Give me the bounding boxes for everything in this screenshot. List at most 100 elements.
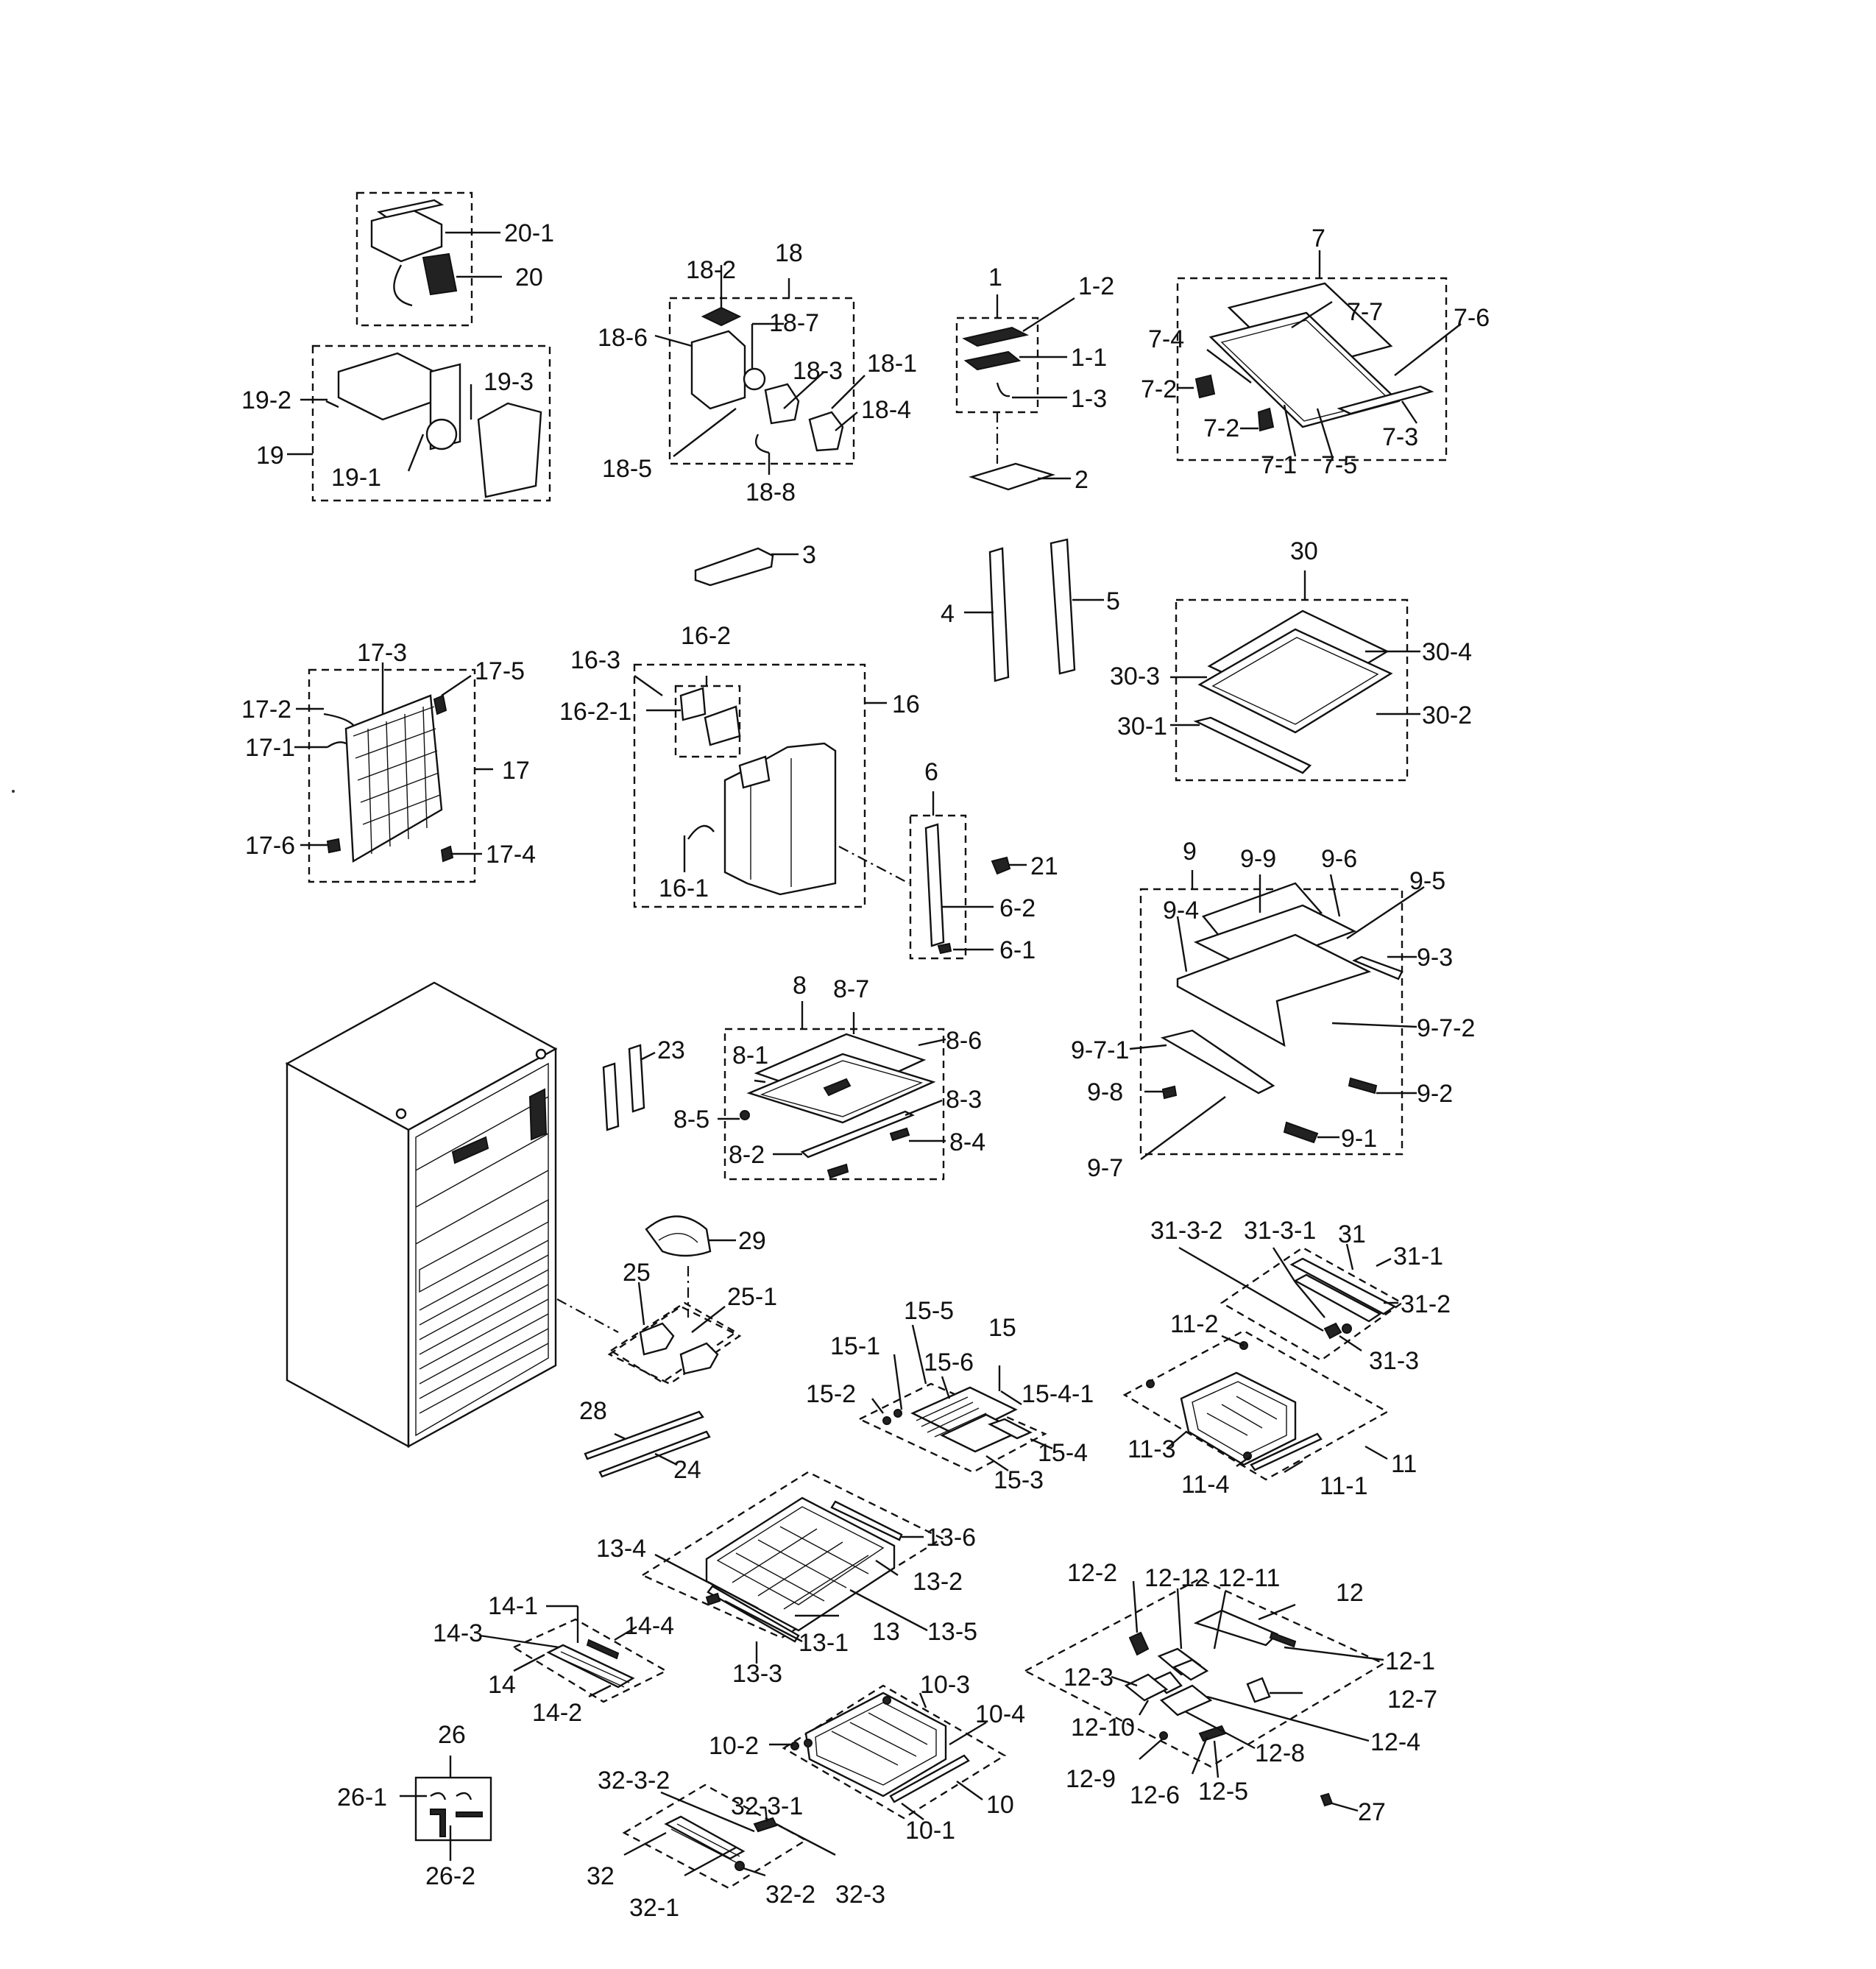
label-7-6: 7-6	[1454, 304, 1490, 332]
label-26-1: 26-1	[337, 1784, 387, 1811]
label-18-8: 18-8	[746, 478, 796, 506]
label-15-3: 15-3	[994, 1466, 1044, 1494]
label-9-3: 9-3	[1417, 944, 1453, 972]
label-9-1: 9-1	[1341, 1125, 1377, 1153]
label-12-1: 12-1	[1385, 1647, 1435, 1675]
label-12-12: 12-12	[1144, 1564, 1208, 1592]
group-10: 10-3 10-4 10-2 10 10-1	[709, 1671, 1025, 1845]
group-30: 30 30-4 30-3 30-2 30-1	[1110, 537, 1472, 782]
label-18-3: 18-3	[793, 357, 843, 385]
label-15-6: 15-6	[924, 1348, 974, 1376]
group-31: 31-3-2 31-3-1 31 31-1 31-2 31-3	[1150, 1217, 1451, 1375]
label-9-5: 9-5	[1409, 867, 1445, 895]
label-12-8: 12-8	[1255, 1739, 1305, 1767]
label-18-4: 18-4	[861, 396, 911, 424]
label-8-1: 8-1	[732, 1042, 768, 1070]
group-11: 11-2 11-3 11-4 11-1 11	[1122, 1310, 1417, 1500]
label-30: 30	[1290, 537, 1318, 565]
group-12: 12-2 12-12 12-11 12 12-1 12-3 12-7 12-10…	[1023, 1559, 1437, 1826]
label-28: 28	[579, 1397, 607, 1425]
group-20: 20-1 20	[355, 191, 554, 327]
refrigerator-cabinet	[285, 981, 558, 1449]
label-1: 1	[988, 264, 1002, 291]
label-30-3: 30-3	[1110, 662, 1160, 690]
label-26: 26	[438, 1721, 466, 1749]
label-29: 29	[738, 1227, 766, 1255]
label-10-1: 10-1	[905, 1817, 955, 1845]
label-15-5: 15-5	[904, 1297, 954, 1325]
label-20-1: 20-1	[504, 219, 554, 247]
label-12-4: 12-4	[1370, 1728, 1420, 1756]
group-19: 19-2 19-3 19 19-1	[241, 344, 551, 502]
label-10-3: 10-3	[920, 1671, 970, 1699]
label-13-5: 13-5	[927, 1618, 977, 1646]
label-13-3: 13-3	[732, 1660, 782, 1688]
label-7-2-b: 7-2	[1203, 414, 1239, 442]
label-25: 25	[623, 1259, 651, 1287]
label-9-8: 9-8	[1087, 1078, 1123, 1106]
label-6-1: 6-1	[999, 936, 1036, 964]
group-18: 18-2 18 18-6 18-7 18-3 18-1 18-4 18-5 18…	[598, 239, 917, 506]
label-13-2: 13-2	[913, 1568, 963, 1596]
label-14-1: 14-1	[488, 1592, 538, 1620]
label-9-7-2: 9-7-2	[1417, 1014, 1475, 1042]
label-8-4: 8-4	[949, 1128, 985, 1156]
label-4: 4	[941, 600, 955, 628]
label-31-3: 31-3	[1369, 1347, 1419, 1375]
label-15-4: 15-4	[1038, 1439, 1088, 1467]
label-1-2: 1-2	[1078, 272, 1114, 300]
label-12: 12	[1336, 1579, 1364, 1607]
label-11-2: 11-2	[1170, 1310, 1219, 1338]
label-30-2: 30-2	[1422, 701, 1472, 729]
label-15-2: 15-2	[806, 1380, 856, 1408]
label-12-5: 12-5	[1198, 1778, 1248, 1806]
label-17: 17	[502, 757, 530, 785]
label-8-7: 8-7	[833, 975, 869, 1003]
label-10: 10	[986, 1791, 1014, 1819]
label-19-2: 19-2	[241, 386, 291, 414]
group-7: 7 7-7 7-6 7-4 7-2 7-2 7-3 7-1 7-5	[1141, 225, 1490, 479]
label-14: 14	[488, 1671, 516, 1699]
label-23: 23	[657, 1036, 685, 1064]
label-7-1: 7-1	[1261, 451, 1297, 479]
label-5: 5	[1106, 587, 1120, 615]
label-13: 13	[872, 1618, 900, 1646]
label-31-3-2: 31-3-2	[1150, 1217, 1222, 1245]
label-10-4: 10-4	[975, 1700, 1025, 1728]
label-25-1: 25-1	[727, 1283, 777, 1311]
label-17-6: 17-6	[245, 832, 295, 860]
label-8-2: 8-2	[729, 1141, 765, 1169]
label-6: 6	[924, 758, 938, 786]
label-9-2: 9-2	[1417, 1080, 1453, 1108]
label-6-2: 6-2	[999, 894, 1036, 922]
label-11-1: 11-1	[1320, 1472, 1368, 1500]
label-16-2: 16-2	[681, 622, 731, 650]
group-8: 8 8-7 8-6 8-1 8-3 8-5 8-4 8-2	[673, 972, 985, 1181]
label-32-3: 32-3	[835, 1881, 885, 1909]
label-14-3: 14-3	[433, 1619, 483, 1647]
label-21: 21	[1030, 852, 1058, 880]
label-30-1: 30-1	[1117, 713, 1167, 740]
group-1: 1 1-2 1-1 1-3 2	[955, 264, 1114, 494]
label-8-5: 8-5	[673, 1106, 709, 1134]
label-31-1: 31-1	[1393, 1242, 1443, 1270]
label-17-1: 17-1	[245, 734, 295, 762]
label-3: 3	[802, 541, 816, 569]
label-19: 19	[256, 442, 284, 470]
label-1-3: 1-3	[1071, 385, 1107, 413]
label-9-7: 9-7	[1087, 1154, 1123, 1182]
group-16: 16-3 16-2 16-2-1 16 16-1	[559, 622, 920, 908]
label-15: 15	[988, 1314, 1016, 1342]
label-13-6: 13-6	[926, 1524, 976, 1552]
label-14-2: 14-2	[532, 1699, 582, 1727]
label-24: 24	[673, 1456, 701, 1484]
label-13-1: 13-1	[799, 1629, 849, 1657]
parts-3-4-5: 3 4 5	[694, 538, 1120, 682]
label-20: 20	[515, 264, 543, 291]
group-14: 14-1 14-3 14-4 14 14-2	[433, 1592, 674, 1727]
group-13: 13-6 13-4 13-2 13 13-5 13-1 13-3	[596, 1471, 977, 1688]
label-31-2: 31-2	[1401, 1290, 1451, 1318]
label-10-2: 10-2	[709, 1732, 759, 1760]
label-12-2: 12-2	[1067, 1559, 1117, 1587]
label-12-3: 12-3	[1063, 1664, 1114, 1691]
